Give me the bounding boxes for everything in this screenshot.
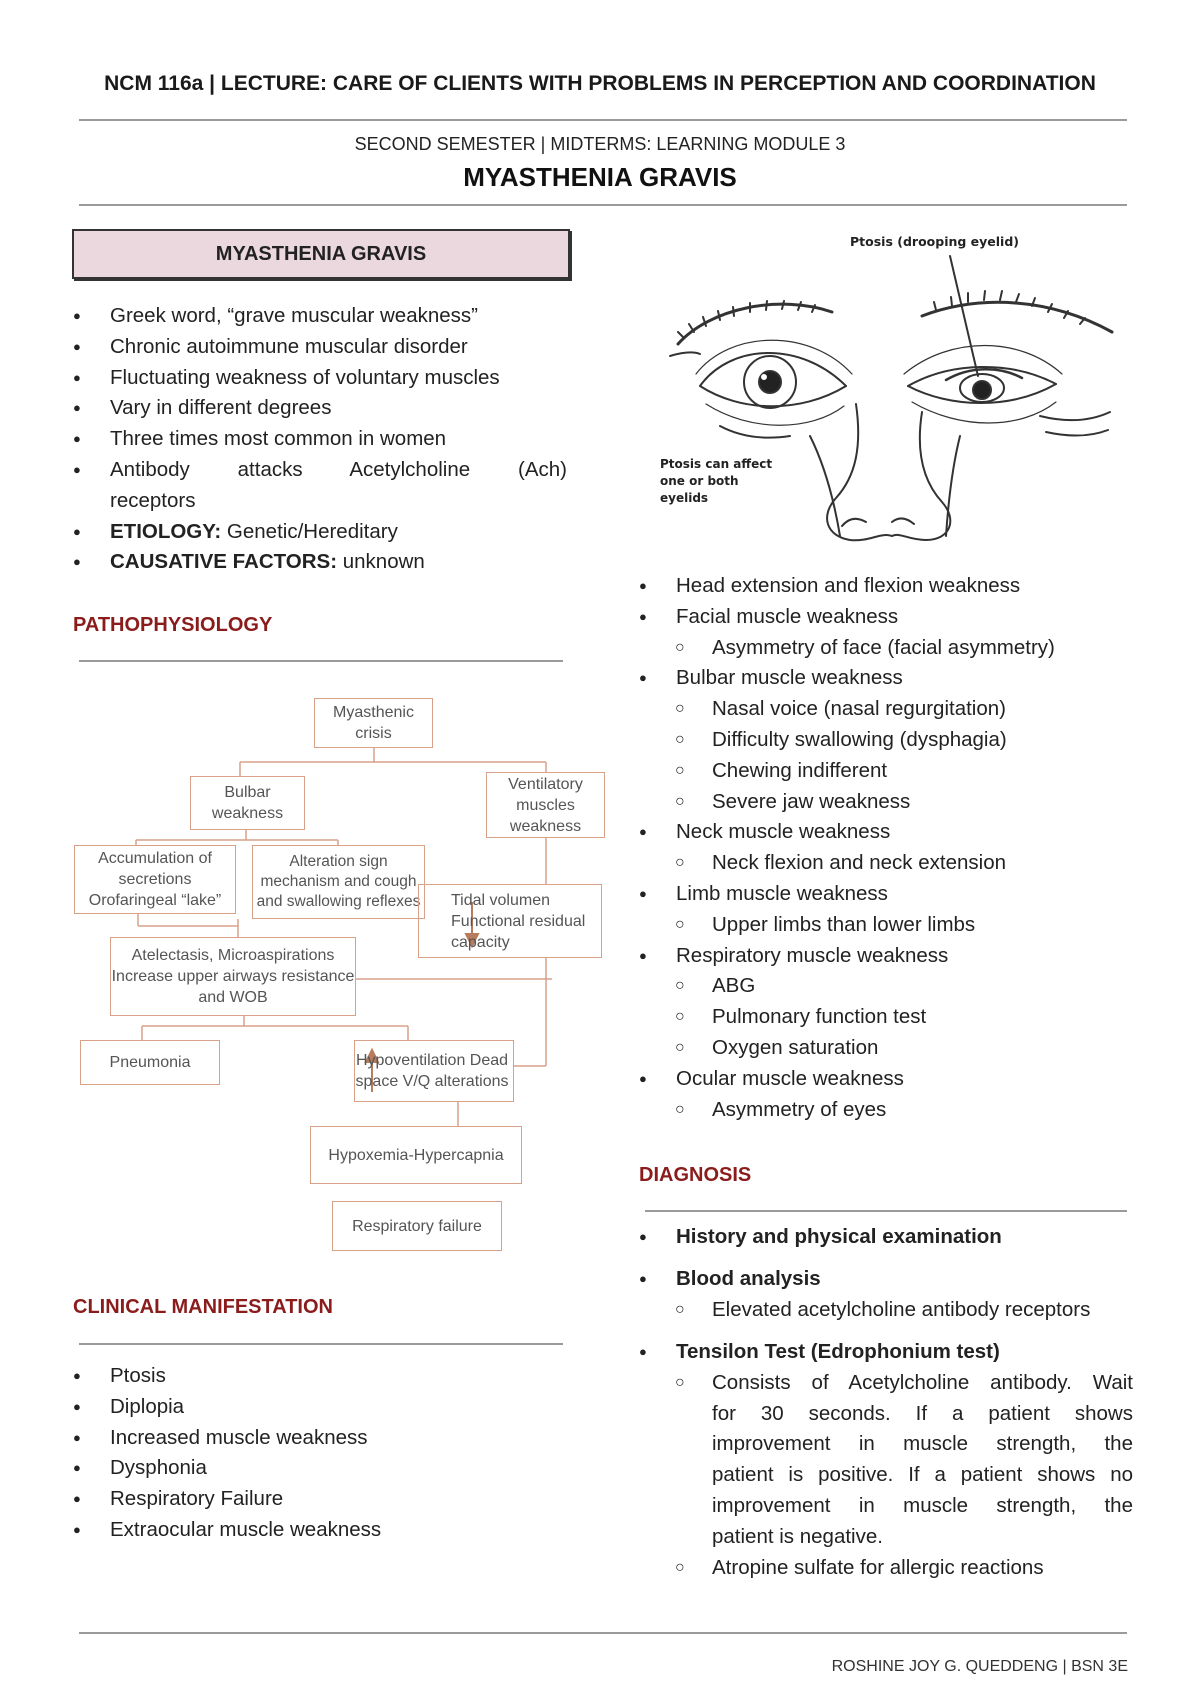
footer-divider (79, 1632, 1127, 1634)
intro-list: Greek word, “grave muscular weakness” Ch… (73, 301, 567, 578)
list-item: Bulbar muscle weakness (639, 663, 1133, 694)
list-item: Dysphonia (73, 1453, 567, 1484)
section-title-box: MYASTHENIA GRAVIS (72, 229, 570, 279)
diagnosis-divider (645, 1210, 1127, 1212)
node-ventilatory-weakness: Ventilatory muscles weakness (486, 772, 605, 838)
list-subitem: Oxygen saturation (639, 1033, 1133, 1064)
list-item: Facial muscle weakness (639, 602, 1133, 633)
node-alteration: Alteration sign mechanism and cough and … (252, 845, 425, 919)
node-hypoxemia: Hypoxemia-Hypercapnia (310, 1126, 522, 1184)
list-item: Diplopia (73, 1392, 567, 1423)
node-bulbar-weakness: Bulbar weakness (190, 776, 305, 830)
node-accumulation: Accumulation of secretions Orofaringeal … (74, 845, 236, 914)
list-subitem: Neck flexion and neck extension (639, 848, 1133, 879)
list-subitem: Pulmonary function test (639, 1002, 1133, 1033)
pathophysiology-flowchart: Myasthenic crisis Bulbar weakness Ventil… (70, 690, 610, 1260)
list-item: Extraocular muscle weakness (73, 1515, 567, 1546)
list-item: Greek word, “grave muscular weakness” (73, 301, 567, 332)
list-subitem: Elevated acetylcholine antibody receptor… (639, 1295, 1133, 1326)
footer-author: ROSHINE JOY G. QUEDDENG | BSN 3E (831, 1658, 1128, 1675)
manifestations-list: Head extension and flexion weakness Faci… (639, 571, 1133, 1125)
list-item: Limb muscle weakness (639, 879, 1133, 910)
list-subitem: Upper limbs than lower limbs (639, 910, 1133, 941)
node-tidal-volume: Tidal volumen Functional residual capaci… (418, 884, 602, 958)
clinical-list: Ptosis Diplopia Increased muscle weaknes… (73, 1361, 567, 1546)
list-subitem: Severe jaw weakness (639, 787, 1133, 818)
list-subitem: Consists of Acetylcholine antibody. Wait… (639, 1368, 1133, 1553)
list-item: Vary in different degrees (73, 393, 567, 424)
diagnosis-list-blood: Blood analysis Elevated acetylcholine an… (639, 1264, 1133, 1326)
face-drawing: Ptosis (drooping eyelid) Ptosis can affe… (660, 234, 1114, 542)
semester-label: SECOND SEMESTER | MIDTERMS: LEARNING MOD… (354, 134, 846, 154)
pathophysiology-divider (79, 660, 563, 662)
ptosis-illustration: Ptosis (drooping eyelid) Ptosis can affe… (660, 234, 1130, 566)
list-subitem: Atropine sulfate for allergic reactions (639, 1553, 1133, 1584)
node-atelectasis: Atelectasis, Microaspirations Increase u… (110, 937, 356, 1016)
list-item: Head extension and flexion weakness (639, 571, 1133, 602)
list-item: History and physical examination (639, 1222, 1133, 1253)
clinical-heading: CLINICAL MANIFESTATION (73, 1296, 333, 1318)
pathophysiology-heading: PATHOPHYSIOLOGY (73, 614, 273, 636)
ptosis-affect-label-1: Ptosis can affect (660, 457, 772, 471)
list-item: Increased muscle weakness (73, 1423, 567, 1454)
ptosis-label: Ptosis (drooping eyelid) (850, 236, 1019, 249)
page-title: MYASTHENIA GRAVIS (463, 162, 737, 192)
ptosis-affect-label-2: one or both (660, 474, 739, 488)
node-hypoventilation: Hypoventilation Dead space V/Q alteratio… (354, 1040, 514, 1102)
list-subitem: Asymmetry of eyes (639, 1095, 1133, 1126)
list-subitem: Nasal voice (nasal regurgitation) (639, 694, 1133, 725)
ptosis-affect-label-3: eyelids (660, 491, 708, 505)
list-item: ETIOLOGY: Genetic/Hereditary (73, 517, 567, 548)
node-myasthenic-crisis: Myasthenic crisis (314, 698, 433, 748)
title-divider (79, 204, 1127, 206)
list-item: Ptosis (73, 1361, 567, 1392)
header-divider (79, 119, 1127, 121)
list-item: Chronic autoimmune muscular disorder (73, 332, 567, 363)
list-subitem: Difficulty swallowing (dysphagia) (639, 725, 1133, 756)
list-item: Blood analysis (639, 1264, 1133, 1295)
list-item: Tensilon Test (Edrophonium test) (639, 1337, 1133, 1368)
node-pneumonia: Pneumonia (80, 1040, 220, 1085)
list-item: Respiratory muscle weakness (639, 941, 1133, 972)
flowchart-connectors (135, 748, 552, 1126)
list-item: Ocular muscle weakness (639, 1064, 1133, 1095)
list-item: Fluctuating weakness of voluntary muscle… (73, 363, 567, 394)
list-item: Three times most common in women (73, 424, 567, 455)
diagnosis-heading: DIAGNOSIS (639, 1164, 752, 1186)
course-title: NCM 116a | LECTURE: CARE OF CLIENTS WITH… (104, 72, 1096, 95)
node-respiratory-failure: Respiratory failure (332, 1201, 502, 1251)
list-subitem: ABG (639, 971, 1133, 1002)
diagnosis-list-tensilon: Tensilon Test (Edrophonium test) Consist… (639, 1337, 1133, 1583)
diagnosis-list: History and physical examination (639, 1222, 1133, 1253)
list-item: CAUSATIVE FACTORS: unknown (73, 547, 567, 578)
list-item: Neck muscle weakness (639, 817, 1133, 848)
list-subitem: Asymmetry of face (facial asymmetry) (639, 633, 1133, 664)
list-item: Antibody attacks Acetylcholine (Ach) rec… (73, 455, 567, 517)
list-subitem: Chewing indifferent (639, 756, 1133, 787)
list-item: Respiratory Failure (73, 1484, 567, 1515)
clinical-divider (79, 1343, 563, 1345)
